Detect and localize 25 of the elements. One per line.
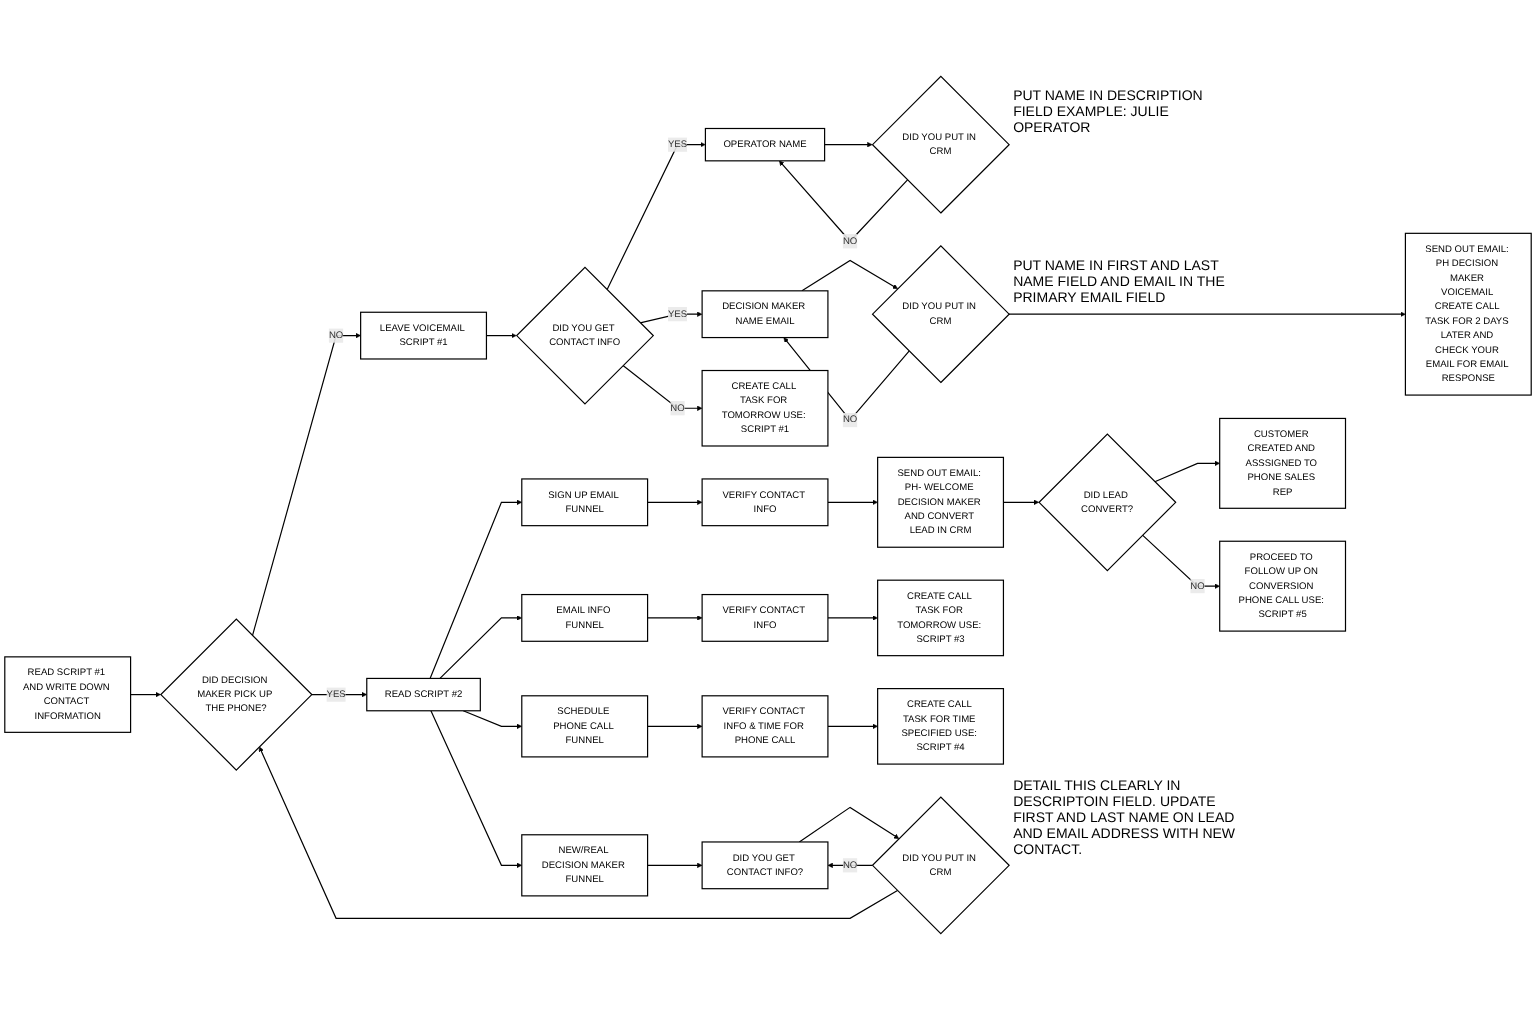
arrow — [439, 615, 523, 680]
arrow — [622, 365, 703, 411]
arrow — [801, 259, 898, 292]
arrow — [647, 499, 703, 505]
arrow — [647, 615, 703, 621]
arrow — [827, 499, 878, 505]
arrow — [798, 806, 900, 843]
arrow — [827, 615, 878, 621]
arrow — [251, 333, 361, 637]
arrow — [1008, 311, 1406, 317]
arrow — [430, 710, 523, 868]
arrow — [1154, 460, 1220, 483]
arrow — [429, 499, 523, 680]
arrow — [1141, 534, 1220, 589]
arrow — [130, 691, 161, 698]
arrow — [462, 710, 523, 729]
arrow — [258, 746, 899, 919]
arrow — [1002, 499, 1039, 505]
arrow — [639, 311, 703, 324]
arrow — [824, 142, 873, 148]
arrow — [485, 333, 517, 339]
arrow — [647, 723, 703, 729]
arrow — [606, 142, 706, 291]
arrow — [827, 723, 878, 729]
arrow — [647, 862, 703, 868]
